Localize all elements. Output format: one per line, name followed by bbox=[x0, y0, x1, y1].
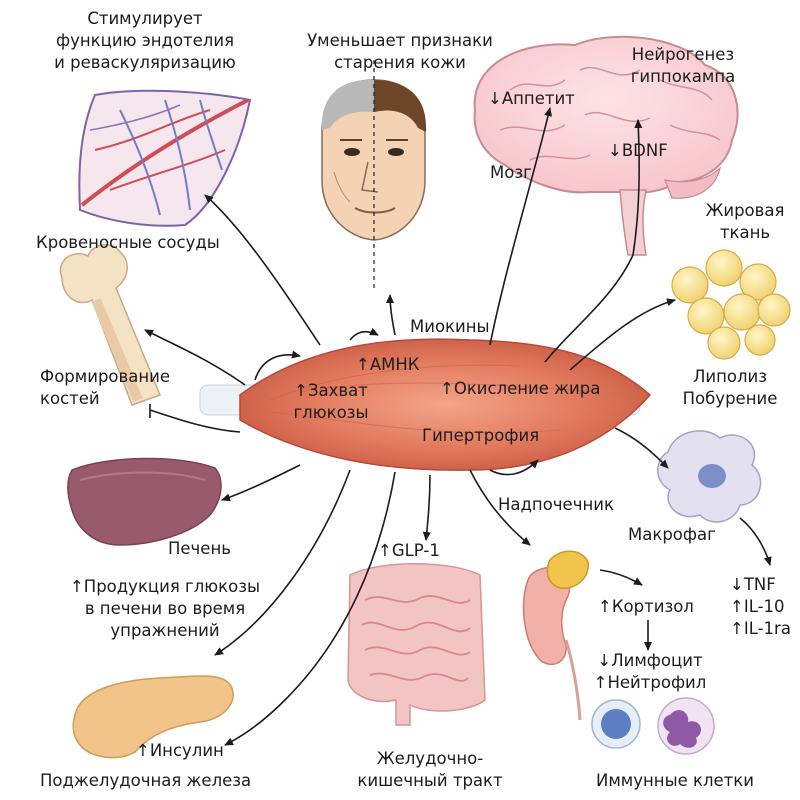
muscle-illustration bbox=[199, 338, 652, 471]
label-lipolysis: Липолиз Побурение bbox=[682, 367, 778, 408]
arrow-to-insulin bbox=[224, 471, 396, 746]
arrow-to-cortisol bbox=[599, 569, 643, 586]
label-cortisol: ↑Кортизол bbox=[598, 597, 694, 616]
arrow-to-adrenal bbox=[469, 469, 531, 546]
arrow-to-pancreas bbox=[214, 469, 351, 656]
label-glp1: ↑GLP-1 bbox=[378, 541, 440, 560]
arrow-loop-ampk bbox=[349, 327, 379, 341]
label-blood-vessels: Кровеносные сосуды bbox=[36, 233, 220, 252]
label-skin-aging: Уменьшает признаки старения кожи bbox=[307, 31, 493, 72]
fat-tissue-illustration bbox=[671, 249, 791, 360]
label-pancreas: Поджелудочная железа bbox=[40, 771, 252, 790]
macrophage-illustration bbox=[657, 430, 762, 523]
arrow-to-skin bbox=[386, 294, 396, 336]
label-ampk: ↑АМНК bbox=[356, 355, 420, 374]
arrow-to-cytokines bbox=[739, 517, 772, 566]
label-cytokines: ↓TNF ↑IL-10 ↑IL-1ra bbox=[730, 575, 791, 638]
label-gi-tract: Желудочно- кишечный тракт bbox=[357, 749, 503, 790]
label-macrophage: Макрофаг bbox=[628, 525, 716, 544]
label-brain: Мозг bbox=[490, 163, 532, 182]
inhibit-bone bbox=[149, 409, 241, 433]
arrow-to-bone bbox=[144, 329, 246, 386]
label-vessels-effect: Стимулирует функцию эндотелия и реваскул… bbox=[54, 9, 236, 72]
label-fat-tissue: Жировая ткань bbox=[705, 201, 785, 242]
arrow-to-liver bbox=[221, 464, 301, 502]
label-fat-oxidation: ↑Окисление жира bbox=[440, 379, 601, 398]
bone-illustration bbox=[59, 244, 161, 406]
label-myokines: Миокины bbox=[410, 317, 490, 336]
gi-tract-illustration bbox=[347, 563, 486, 726]
arrow-loop-glucose bbox=[254, 350, 301, 381]
adrenal-kidney-illustration bbox=[522, 550, 589, 721]
brain-illustration bbox=[473, 35, 739, 256]
label-appetite: ↓Аппетит bbox=[488, 89, 575, 108]
arrow-loop-adrenal bbox=[489, 459, 539, 476]
immune-cells-illustration bbox=[591, 697, 715, 755]
label-liver-effect: ↑Продукция глюкозы в печени во время упр… bbox=[69, 577, 261, 640]
arrow-to-vessels bbox=[204, 194, 321, 346]
label-hypertrophy: Гипертрофия bbox=[422, 426, 540, 445]
label-glucose-uptake: ↑Захват глюкозы bbox=[293, 381, 369, 422]
arrow-to-fat bbox=[569, 298, 676, 371]
arrow-to-macrophage bbox=[614, 427, 669, 469]
label-bdnf: ↓BDNF bbox=[608, 141, 668, 160]
connector-arrows bbox=[144, 107, 772, 746]
label-insulin: ↑Инсулин bbox=[136, 741, 224, 760]
label-adrenal-gland: Надпочечник bbox=[498, 495, 614, 514]
liver-illustration bbox=[67, 457, 222, 546]
label-lymphocyte-neutrophil: ↓Лимфоцит ↑Нейтрофил bbox=[593, 651, 707, 692]
label-liver: Печень bbox=[168, 539, 231, 558]
blood-vessels-illustration bbox=[78, 89, 252, 227]
pancreas-illustration bbox=[72, 675, 234, 759]
arrow-to-neurogenesis bbox=[544, 119, 643, 363]
label-neurogenesis: Нейрогенез гиппокампа bbox=[630, 45, 736, 86]
arrow-to-appetite bbox=[489, 107, 552, 346]
label-immune-cells: Иммунные клетки bbox=[596, 771, 754, 790]
arrow-to-glp1 bbox=[422, 474, 431, 541]
face-illustration bbox=[321, 60, 427, 290]
label-bone-formation: Формирование костей bbox=[40, 367, 171, 408]
